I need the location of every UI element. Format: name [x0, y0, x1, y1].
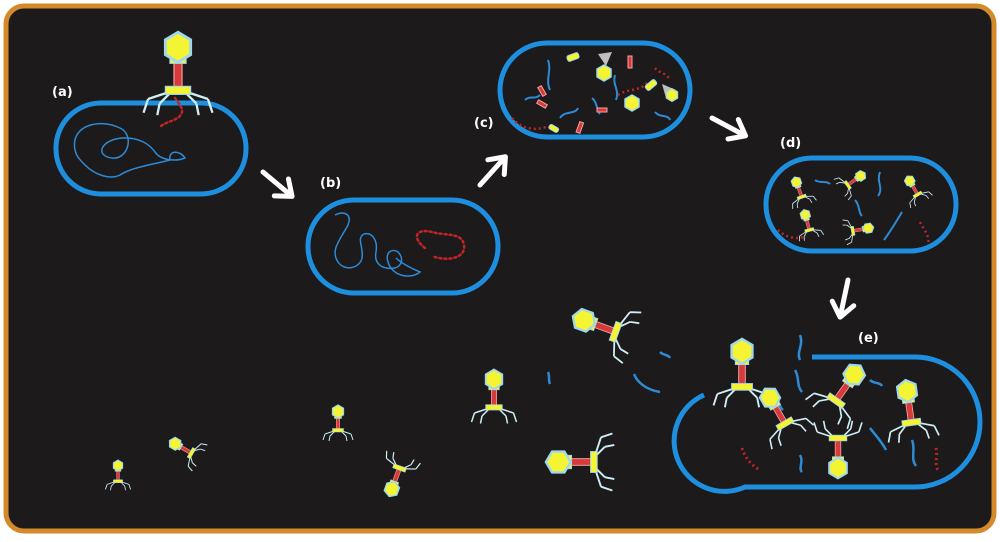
tail-fiber-part: [598, 52, 612, 66]
stage-e-lysed-cell: [671, 334, 983, 494]
dna-fragment: [559, 107, 579, 119]
phage-dna: [511, 117, 549, 130]
capsid-part: [566, 52, 580, 62]
dna-fragment: [659, 351, 672, 359]
dna-fragment: [547, 59, 551, 91]
dna-fragment: [632, 373, 661, 394]
dna-fragment: [869, 427, 888, 451]
bacterial-dna: [73, 122, 187, 178]
phage-dna: [934, 447, 940, 471]
dna-fragment: [814, 179, 831, 185]
dna-fragment: [910, 439, 918, 467]
label-d: (d): [780, 136, 801, 151]
released-phages: [104, 289, 672, 504]
dna-fragment: [591, 97, 601, 115]
dna-fragment: [793, 369, 804, 393]
dna-fragment: [877, 171, 882, 197]
capsid-part: [548, 123, 560, 133]
stage-c-cell: [497, 40, 693, 140]
capsid-head-icon: [624, 94, 640, 112]
label-c: (c): [474, 116, 494, 131]
capsid-head-icon: [665, 87, 679, 103]
dna-fragment: [654, 111, 671, 121]
dna-fragment: [613, 74, 619, 101]
stage-b-cell: [305, 197, 501, 296]
label-e: (e): [858, 331, 879, 346]
dna-fragment: [524, 94, 541, 101]
tail-part: [537, 84, 547, 98]
phage-dna: [617, 81, 649, 97]
label-a: (a): [52, 85, 73, 100]
phage-dna: [740, 447, 761, 472]
phage-dna: [777, 229, 807, 240]
dna-fragment: [869, 379, 884, 387]
tail-part: [596, 107, 608, 113]
label-b: (b): [320, 176, 341, 191]
bacterial-dna: [334, 212, 422, 277]
stage-a-cell: [53, 96, 249, 197]
injected-phage-dna: [158, 96, 184, 129]
dna-fragment: [883, 211, 903, 241]
capsid-part: [644, 79, 658, 91]
dna-fragment: [546, 371, 552, 385]
dna-fragment: [798, 454, 804, 473]
phage-dna: [654, 67, 672, 81]
phage-dna: [415, 229, 466, 260]
stage-d-cell: [763, 155, 959, 254]
tail-part: [575, 120, 585, 134]
tail-part: [535, 99, 549, 109]
dna-fragment: [797, 334, 803, 361]
tail-part: [627, 55, 633, 69]
dna-fragment: [854, 199, 863, 217]
capsid-head-icon: [596, 64, 612, 82]
